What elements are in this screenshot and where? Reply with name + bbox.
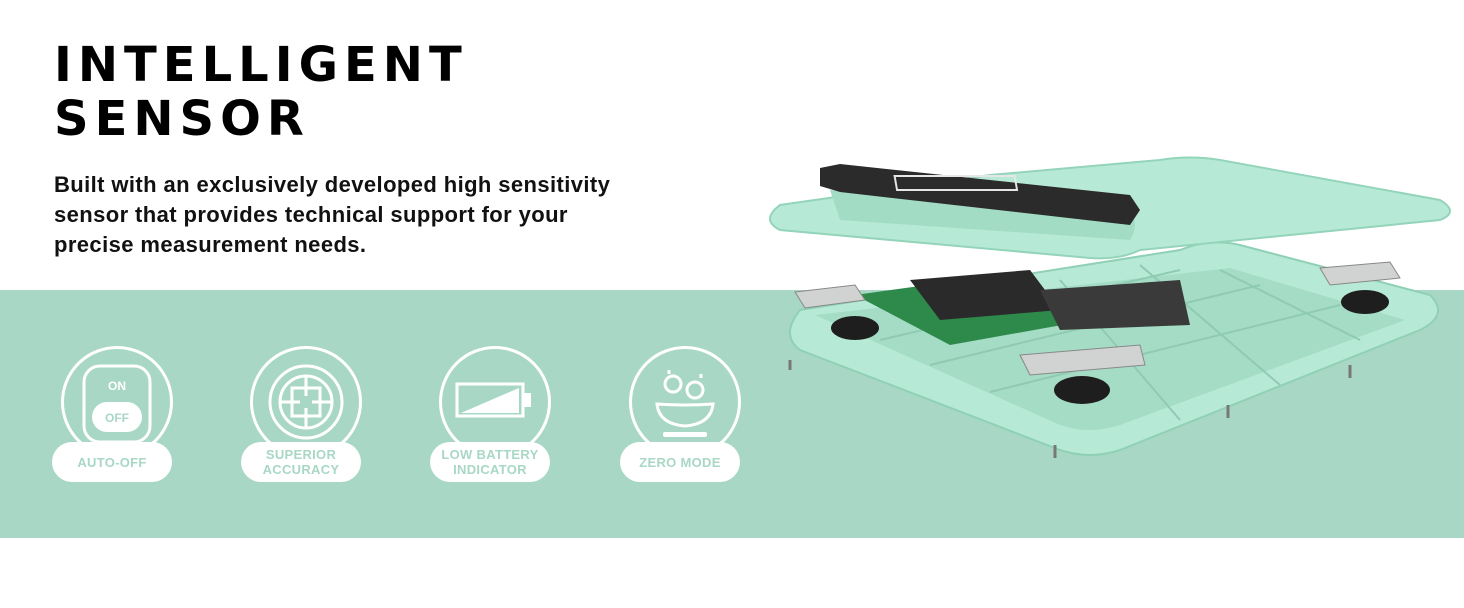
feature-label: SUPERIOR ACCURACY [241, 442, 361, 482]
toggle-off-label: OFF [105, 411, 129, 425]
page-title: INTELLIGENT SENSOR [54, 38, 468, 146]
scale-exploded-illustration [760, 150, 1460, 470]
feature-label: LOW BATTERY INDICATOR [430, 442, 550, 482]
feature-zero-mode: ZERO MODE [620, 346, 750, 486]
footer-area [0, 538, 1464, 608]
title-line-1: INTELLIGENT [54, 37, 468, 93]
feature-superior-accuracy: SUPERIOR ACCURACY [241, 346, 371, 486]
bowl-tare-icon [645, 364, 725, 449]
feature-low-battery: LOW BATTERY INDICATOR [430, 346, 560, 486]
feature-label: ZERO MODE [620, 442, 740, 482]
crosshair-target-icon [264, 360, 348, 449]
toggle-on-label: ON [108, 379, 126, 393]
feature-auto-off: ON OFF AUTO-OFF [52, 346, 182, 486]
intro-card [0, 0, 790, 290]
title-line-2: SENSOR [54, 91, 310, 147]
feature-label: AUTO-OFF [52, 442, 172, 482]
on-off-toggle-icon: ON OFF [82, 364, 152, 449]
description-text: Built with an exclusively developed high… [54, 172, 611, 257]
feature-label-text: SUPERIOR ACCURACY [262, 447, 340, 477]
feature-label-text: LOW BATTERY INDICATOR [441, 447, 539, 477]
low-battery-icon [455, 380, 535, 425]
